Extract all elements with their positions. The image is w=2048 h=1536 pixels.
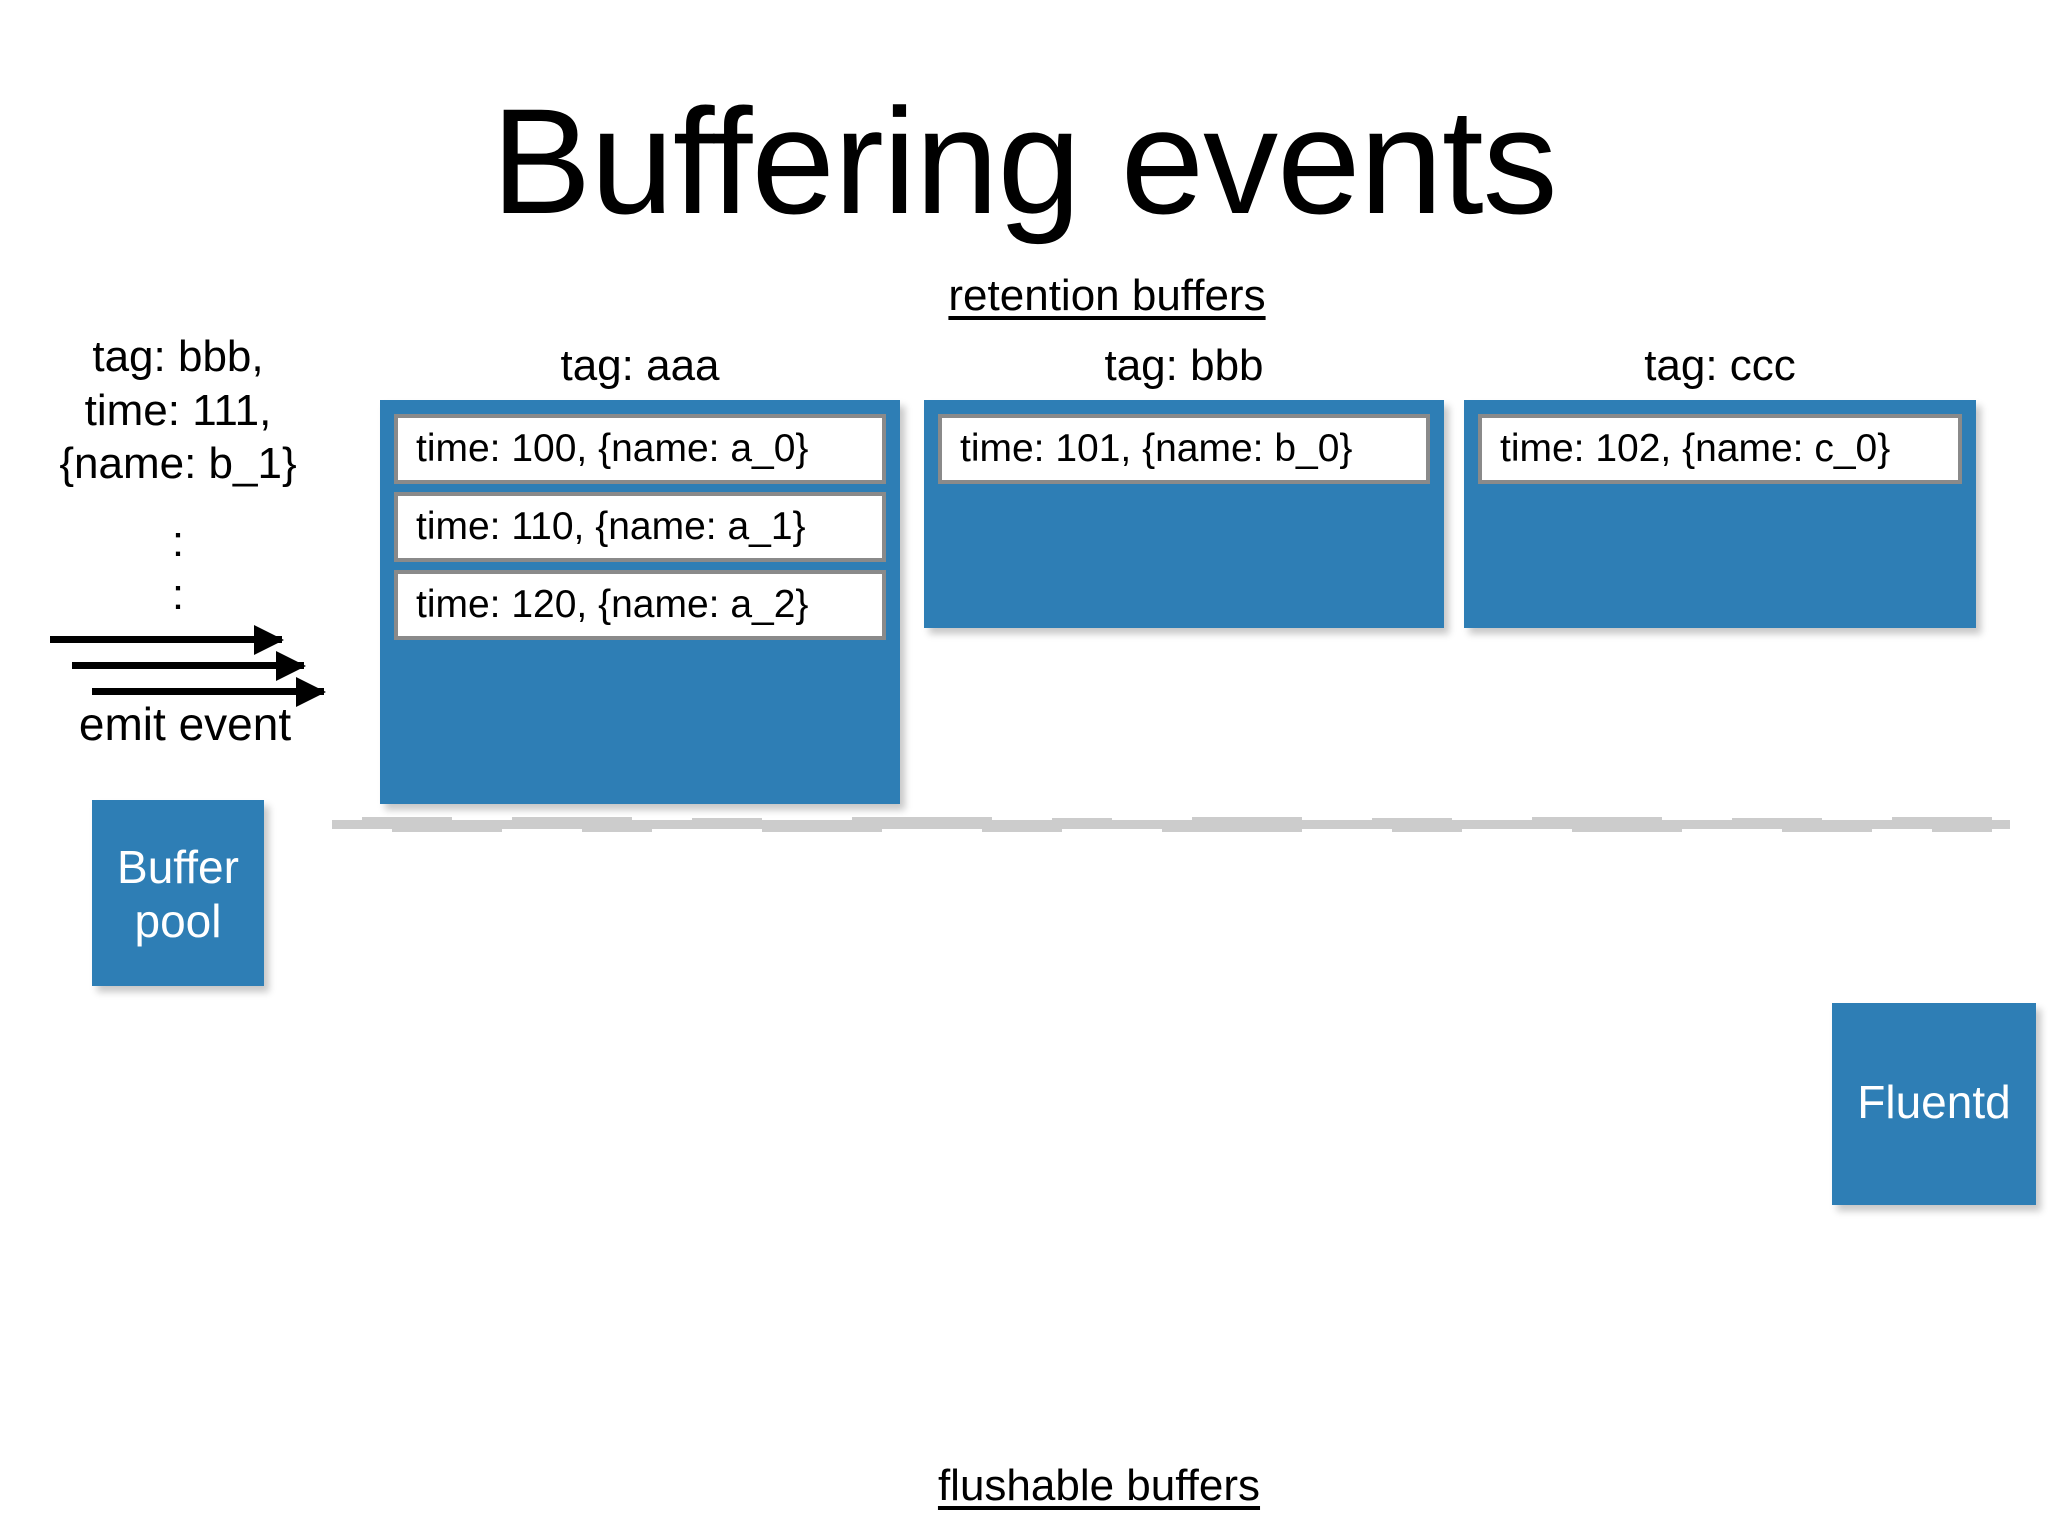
fluentd-label: Fluentd	[1857, 1076, 2011, 1128]
emit-arrow-2	[72, 662, 304, 669]
ellipsis-dot-upper: :	[171, 517, 185, 566]
buffer-entry: time: 101, {name: b_0}	[938, 414, 1430, 484]
buffer-body-aaa: time: 100, {name: a_0} time: 110, {name:…	[380, 400, 900, 804]
buffer-body-ccc: time: 102, {name: c_0}	[1464, 400, 1976, 628]
page-title: Buffering events	[491, 77, 1557, 245]
buffer-body-bbb: time: 101, {name: b_0}	[924, 400, 1444, 628]
buffer-entry: time: 100, {name: a_0}	[394, 414, 886, 484]
retention-buffers-caption: retention buffers	[948, 271, 1266, 320]
buffer-tag-label-ccc: tag: ccc	[1644, 341, 1796, 390]
emit-arrow-3	[92, 688, 324, 695]
buffer-pool-label: Buffer pool	[117, 841, 239, 948]
emit-arrow-1	[50, 636, 282, 643]
buffer-pool-box: Buffer pool	[92, 800, 264, 986]
buffer-entry: time: 110, {name: a_1}	[394, 492, 886, 562]
buffer-tag-label-bbb: tag: bbb	[1104, 341, 1264, 390]
buffer-tag-label-aaa: tag: aaa	[560, 341, 720, 390]
section-divider	[332, 817, 2010, 832]
emit-event-label: emit event	[78, 698, 292, 750]
fluentd-box: Fluentd	[1832, 1003, 2036, 1205]
flushable-buffers-caption: flushable buffers	[937, 1461, 1261, 1510]
buffer-entry: time: 102, {name: c_0}	[1478, 414, 1962, 484]
buffer-entry: time: 120, {name: a_2}	[394, 570, 886, 640]
incoming-event-text: tag: bbb, time: 111, {name: b_1}	[59, 332, 297, 489]
ellipsis-dot-lower: :	[171, 570, 185, 619]
